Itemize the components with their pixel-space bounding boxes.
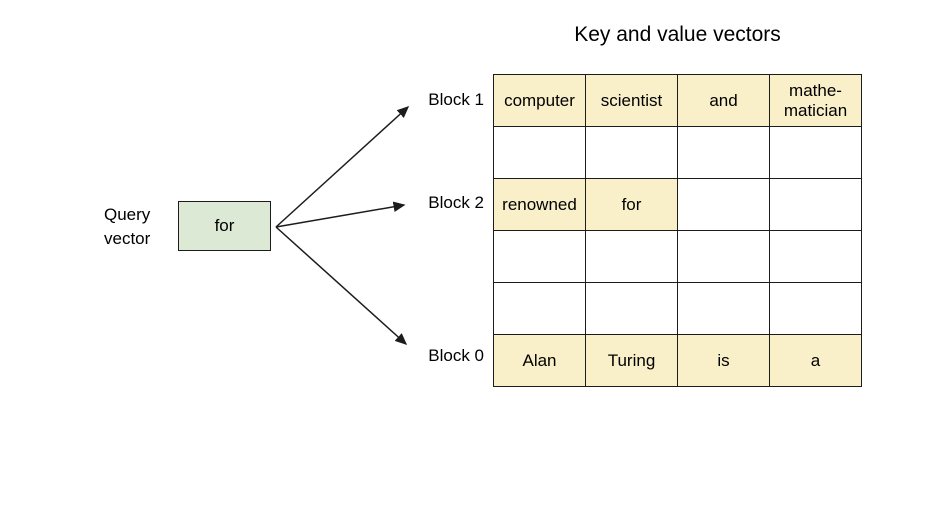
block-2-label: Block 2: [428, 193, 484, 212]
table-cell: renowned: [493, 178, 586, 231]
query-vector-box: for: [178, 201, 271, 251]
table-cell: [677, 230, 770, 283]
table-cell: [493, 126, 586, 179]
table-cell: mathe- matician: [769, 74, 862, 127]
table-cell: [493, 282, 586, 335]
key-value-table: computer scientist and mathe- matician r…: [493, 74, 862, 387]
table-cell: [677, 282, 770, 335]
table-cell: scientist: [585, 74, 678, 127]
table-cell: Alan: [493, 334, 586, 387]
table-cell: a: [769, 334, 862, 387]
arrow-query-to-block-0: [275, 226, 408, 346]
table-cell: [677, 178, 770, 231]
table-cell: for: [585, 178, 678, 231]
arrow-query-to-block-1: [275, 105, 410, 228]
table-row: [493, 126, 862, 179]
table-row: computer scientist and mathe- matician: [493, 74, 862, 127]
table-row: [493, 230, 862, 283]
table-cell: [769, 282, 862, 335]
table-cell: Turing: [585, 334, 678, 387]
table-cell: [585, 126, 678, 179]
block-0-label: Block 0: [428, 346, 484, 365]
table-cell: [769, 178, 862, 231]
query-vector-value: for: [214, 216, 235, 235]
table-row: Alan Turing is a: [493, 334, 862, 387]
table-cell: [585, 282, 678, 335]
table-cell: [769, 230, 862, 283]
table-cell: [769, 126, 862, 179]
table-row: [493, 282, 862, 335]
table-cell: computer: [493, 74, 586, 127]
arrow-query-to-block-2: [275, 201, 406, 228]
table-cell: is: [677, 334, 770, 387]
block-1-label: Block 1: [428, 90, 484, 109]
table-row: renowned for: [493, 178, 862, 231]
table-cell: [677, 126, 770, 179]
table-cell: and: [677, 74, 770, 127]
query-vector-label: Query vector: [104, 205, 151, 248]
table-cell: [585, 230, 678, 283]
table-cell: [493, 230, 586, 283]
diagram-title: Key and value vectors: [574, 23, 781, 46]
